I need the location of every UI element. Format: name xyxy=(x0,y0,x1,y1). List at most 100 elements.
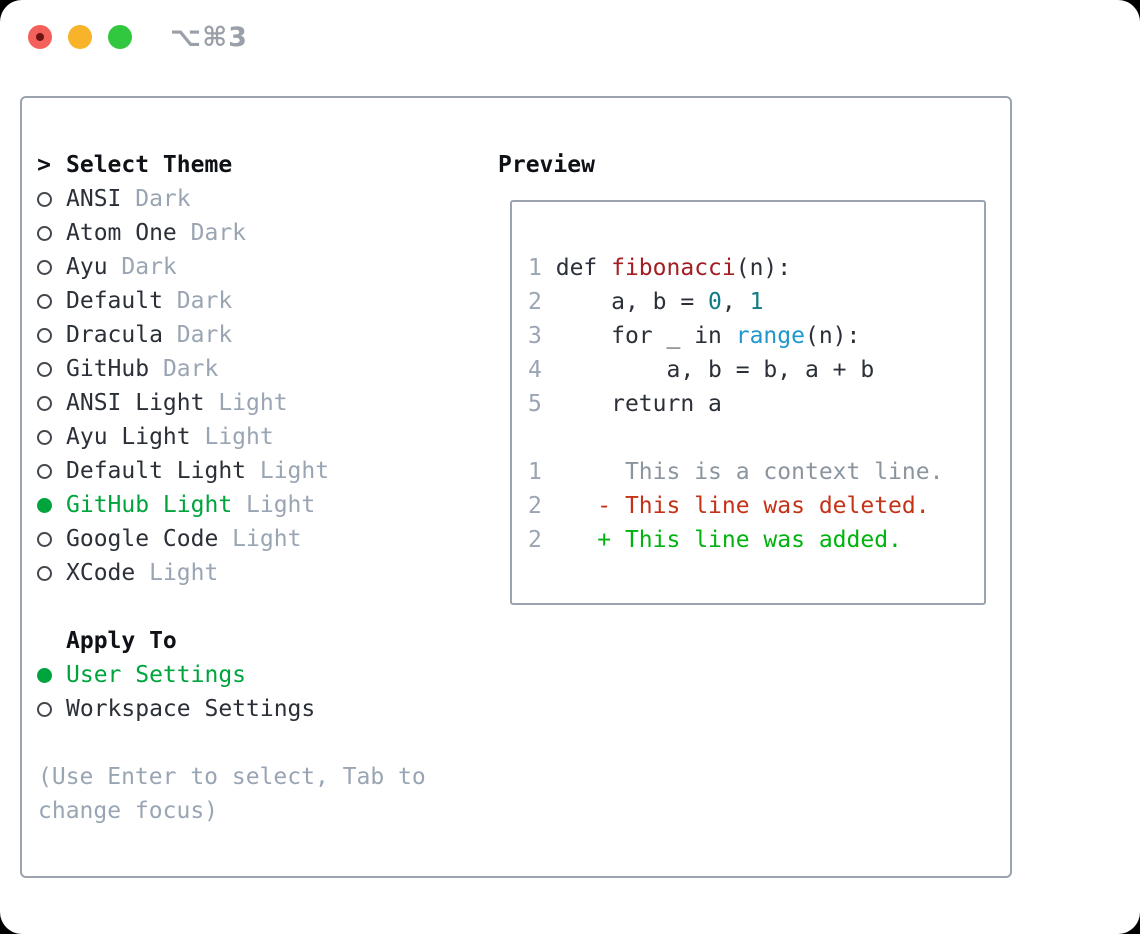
select-theme-title: Select Theme xyxy=(66,152,233,178)
radio-unselected-icon xyxy=(36,531,52,547)
code-token: This is a context line. xyxy=(555,459,944,485)
code-line: 5 return a xyxy=(528,387,984,421)
theme-variant: Dark xyxy=(107,254,177,280)
theme-label: Google Code xyxy=(66,526,219,552)
theme-label: XCode xyxy=(66,560,136,586)
line-number: 4 xyxy=(528,357,542,383)
code-token: a, b = b, a + b xyxy=(555,357,875,383)
code-line: 2 + This line was added. xyxy=(528,523,984,557)
theme-variant: Light xyxy=(190,424,274,450)
code-token: fibonacci xyxy=(611,255,736,281)
radio-selected-icon xyxy=(36,667,52,683)
code-token: (n): xyxy=(804,323,861,349)
radio-unselected-icon xyxy=(36,395,52,411)
spacer xyxy=(36,590,426,624)
select-theme-header: > Select Theme xyxy=(36,148,426,182)
code-token: a, b = xyxy=(555,289,709,315)
hint-text-line-1: (Use Enter to select, Tab to xyxy=(38,764,426,790)
hint-text-line-2: change focus) xyxy=(38,798,219,824)
radio-unselected-icon xyxy=(36,429,52,445)
code-line: 1 This is a context line. xyxy=(528,455,984,489)
close-button[interactable] xyxy=(28,25,52,49)
code-line: 3 for _ in range(n): xyxy=(528,319,984,353)
apply-to-option[interactable]: Workspace Settings xyxy=(36,692,426,726)
theme-variant: Light xyxy=(218,526,302,552)
apply-to-label: Workspace Settings xyxy=(66,696,316,722)
radio-unselected-icon xyxy=(36,293,52,309)
preview-title: Preview xyxy=(498,152,595,178)
prompt-icon: > xyxy=(37,152,51,178)
radio-unselected-icon xyxy=(36,225,52,241)
line-number: 1 xyxy=(528,255,542,281)
spacer xyxy=(36,726,426,760)
radio-unselected-icon xyxy=(36,701,52,717)
code-line: 4 a, b = b, a + b xyxy=(528,353,984,387)
code-line: 2 - This line was deleted. xyxy=(528,489,984,523)
code-token: return a xyxy=(555,391,722,417)
theme-label: GitHub Light xyxy=(66,492,233,518)
theme-option[interactable]: Ayu Dark xyxy=(36,250,426,284)
line-number: 1 xyxy=(528,459,542,485)
theme-variant: Light xyxy=(204,390,288,416)
radio-unselected-icon xyxy=(36,259,52,275)
theme-option[interactable]: Default Light Light xyxy=(36,454,426,488)
theme-option[interactable]: Dracula Dark xyxy=(36,318,426,352)
maximize-button[interactable] xyxy=(108,25,132,49)
code-line: 2 a, b = 0, 1 xyxy=(528,285,984,319)
code-line xyxy=(528,421,984,455)
code-token: 0 xyxy=(708,289,722,315)
window-shortcut-label: ⌥⌘3 xyxy=(170,21,248,53)
code-token: , xyxy=(721,289,750,315)
apply-to-option[interactable]: User Settings xyxy=(36,658,426,692)
theme-label: ANSI xyxy=(66,186,122,212)
theme-option[interactable]: Google Code Light xyxy=(36,522,426,556)
code-token: for _ in xyxy=(555,323,736,349)
theme-option[interactable]: GitHub Light Light xyxy=(36,488,426,522)
close-dot-icon xyxy=(36,33,44,41)
code-token: range xyxy=(735,323,805,349)
theme-variant: Light xyxy=(232,492,316,518)
theme-variant: Light xyxy=(246,458,330,484)
code-token: + This line was added. xyxy=(555,527,902,553)
minimize-button[interactable] xyxy=(68,25,92,49)
code-token: 1 xyxy=(749,289,764,315)
theme-option[interactable]: Atom One Dark xyxy=(36,216,426,250)
radio-unselected-icon xyxy=(36,463,52,479)
theme-option[interactable]: ANSI Light Light xyxy=(36,386,426,420)
line-number: 2 xyxy=(528,527,542,553)
theme-option[interactable]: GitHub Dark xyxy=(36,352,426,386)
theme-option[interactable]: ANSI Dark xyxy=(36,182,426,216)
code-line: 1 def fibonacci(n): xyxy=(528,251,984,285)
radio-unselected-icon xyxy=(36,327,52,343)
theme-label: GitHub xyxy=(66,356,150,382)
theme-option[interactable]: Default Dark xyxy=(36,284,426,318)
line-number: 2 xyxy=(528,493,542,519)
apply-to-label: User Settings xyxy=(66,662,247,688)
code-token: def xyxy=(555,255,612,281)
radio-selected-icon xyxy=(36,497,52,513)
theme-option[interactable]: Ayu Light Light xyxy=(36,420,426,454)
theme-variant: Dark xyxy=(176,220,247,246)
theme-label: Dracula xyxy=(66,322,163,348)
theme-label: Default xyxy=(66,288,163,314)
code-token: (n): xyxy=(735,255,792,281)
radio-unselected-icon xyxy=(36,361,52,377)
line-number: 5 xyxy=(528,391,542,417)
radio-unselected-icon xyxy=(36,191,52,207)
theme-variant: Dark xyxy=(121,186,191,212)
line-number: 3 xyxy=(528,323,542,349)
apply-to-header: Apply To xyxy=(36,624,426,658)
theme-variant: Dark xyxy=(162,288,233,314)
theme-label: Default Light xyxy=(66,458,247,484)
theme-label: Atom One xyxy=(66,220,177,246)
theme-label: ANSI Light xyxy=(66,390,205,416)
apply-to-title: Apply To xyxy=(66,628,177,654)
theme-option[interactable]: XCode Light xyxy=(36,556,426,590)
